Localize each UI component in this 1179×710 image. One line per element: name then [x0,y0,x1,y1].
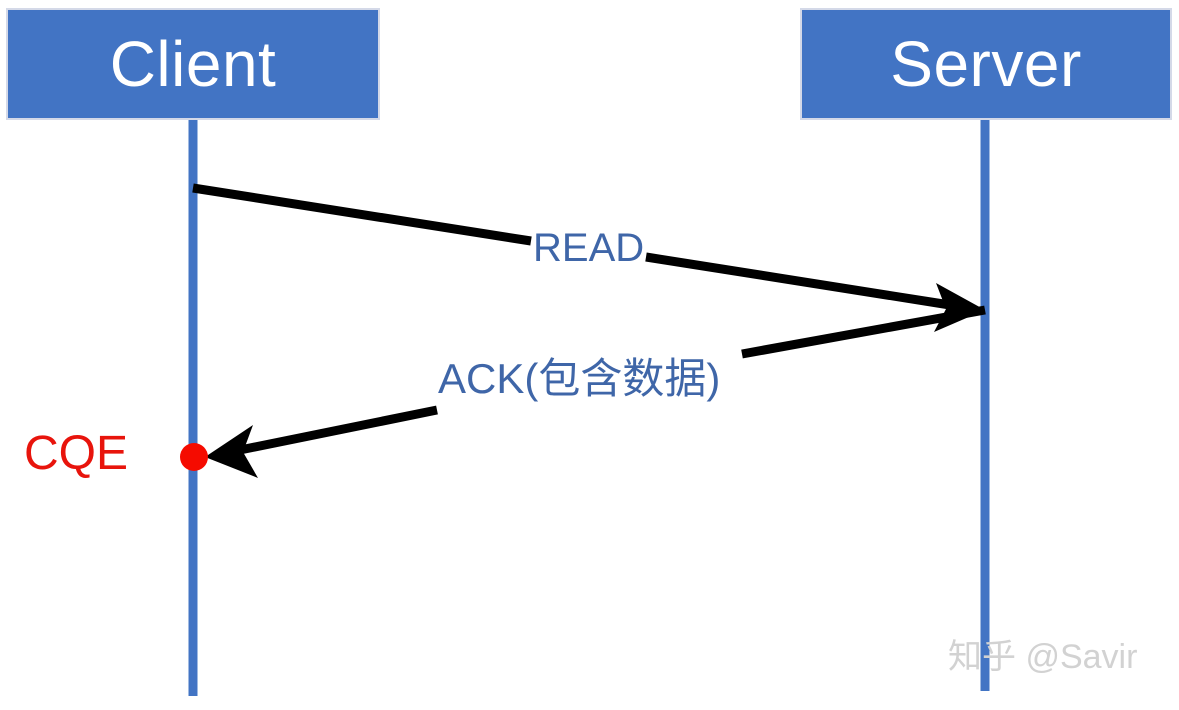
ack-arrowhead-icon [205,425,258,478]
ack-arrow-segment-right [741,305,986,359]
watermark-text: 知乎 @Savir [948,638,1138,676]
read-arrow-segment-right [645,252,951,310]
message-label-read: READ [533,226,645,270]
read-arrow-segment-left [192,183,532,246]
cqe-dot-icon [180,443,208,471]
participant-label-client: Client [109,28,277,100]
participant-box-client[interactable]: Client [6,8,380,120]
participant-label-server: Server [890,28,1082,100]
message-label-ack: ACK(包含数据) [438,355,721,402]
ack-arrow-segment-left [239,405,438,455]
annotation-label-cqe: CQE [24,427,129,480]
participant-box-server[interactable]: Server [800,8,1172,120]
